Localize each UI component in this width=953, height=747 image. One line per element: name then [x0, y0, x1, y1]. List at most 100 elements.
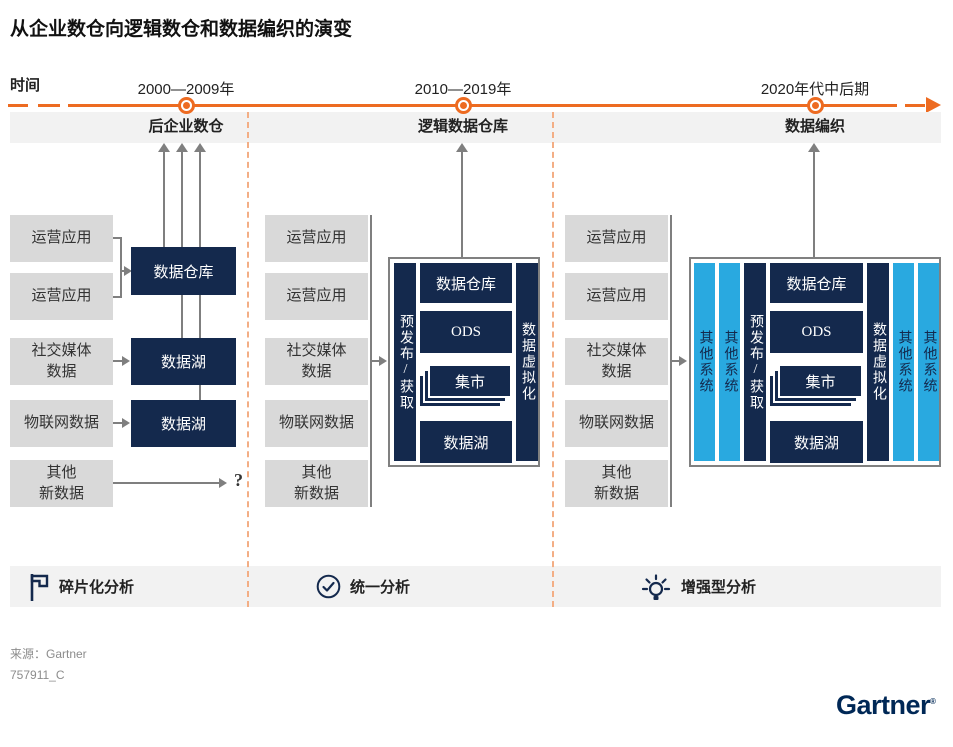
arrow-right-icon — [124, 266, 132, 276]
timeline-marker-1-icon — [178, 97, 195, 114]
check-circle-icon — [316, 574, 341, 599]
arrow-up-icon — [176, 143, 188, 152]
arrow-up-icon — [194, 143, 206, 152]
connector-line — [120, 237, 122, 298]
arrow-right-icon — [122, 356, 130, 366]
source-box-operational-app: 运营应用 — [565, 273, 668, 320]
data-warehouse-box: 数据仓库 — [770, 263, 863, 303]
column-separator — [552, 112, 554, 607]
source-box-operational-app: 运营应用 — [265, 215, 368, 262]
analytics-label: 碎片化分析 — [59, 580, 135, 596]
connector-line — [461, 151, 463, 257]
connector-line — [813, 151, 815, 257]
source-box-operational-app: 运营应用 — [10, 215, 113, 262]
other-systems-bar: 其他系统 — [719, 263, 740, 461]
timeline-year-3: 2020年代中后期 — [760, 81, 870, 98]
analytics-label: 统一分析 — [350, 580, 411, 596]
timeline-dash — [38, 104, 60, 107]
stage-label-ldw: 逻辑数据仓库 — [417, 119, 509, 135]
analytics-band — [10, 566, 941, 607]
connector-line — [113, 360, 123, 362]
data-mart-box: 集市 — [778, 364, 863, 398]
connector-line — [113, 422, 123, 424]
arrow-right-icon — [379, 356, 387, 366]
connector-line — [113, 237, 122, 239]
source-box-iot: 物联网数据 — [265, 400, 368, 447]
data-lake-box: 数据湖 — [131, 338, 236, 385]
data-virtualization-label: 数据虚拟化 — [871, 322, 886, 402]
timeline-label: 时间 — [10, 77, 41, 94]
source-box-operational-app: 运营应用 — [265, 273, 368, 320]
source-credit: 来源：Gartner — [10, 647, 87, 661]
flag-icon — [30, 573, 49, 601]
data-mart-box: 集市 — [428, 364, 512, 398]
timeline-year-1: 2000—2009年 — [137, 81, 235, 98]
data-warehouse-box: 数据仓库 — [131, 247, 236, 295]
other-systems-label: 其他系统 — [722, 330, 738, 394]
timeline-line — [68, 104, 897, 107]
stage-label-data-fabric: 数据编织 — [784, 119, 846, 135]
column-separator — [247, 112, 249, 607]
other-systems-bar: 其他系统 — [694, 263, 715, 461]
source-box-social-media: 社交媒体 数据 — [565, 338, 668, 385]
connector-line — [670, 360, 680, 362]
analytics-label: 增强型分析 — [681, 580, 757, 596]
data-virtualization-label: 数据虚拟化 — [520, 322, 535, 402]
lightbulb-icon — [641, 573, 671, 600]
ods-box: ODS — [420, 311, 512, 353]
unknown-target-label: ? — [234, 470, 243, 490]
ods-box: ODS — [770, 311, 863, 353]
gartner-logo: Gartner® — [836, 690, 936, 721]
document-id: 757911_C — [10, 668, 65, 682]
gartner-logo-text: Gartner — [836, 690, 931, 720]
timeline-dash — [8, 104, 28, 107]
other-systems-label: 其他系统 — [697, 330, 713, 394]
arrow-right-icon — [122, 418, 130, 428]
timeline-marker-3-icon — [807, 97, 824, 114]
data-warehouse-box: 数据仓库 — [420, 263, 512, 303]
source-box-other-new-data: 其他 新数据 — [10, 460, 113, 507]
other-systems-label: 其他系统 — [896, 330, 912, 394]
page-title: 从企业数仓向逻辑数仓和数据编织的演变 — [10, 19, 353, 40]
source-box-iot: 物联网数据 — [10, 400, 113, 447]
arrow-up-icon — [808, 143, 820, 152]
stage-label-post-edw: 后企业数仓 — [148, 119, 224, 135]
timeline-marker-2-icon — [455, 97, 472, 114]
connector-line — [181, 151, 183, 338]
connector-line — [113, 296, 122, 298]
source-box-other-new-data: 其他 新数据 — [265, 460, 368, 507]
analytics-item-augmented: 增强型分析 — [640, 566, 756, 607]
source-box-social-media: 社交媒体 数据 — [10, 338, 113, 385]
other-systems-label: 其他系统 — [921, 330, 937, 394]
data-virtualization-bar: 数据虚拟化 — [867, 263, 889, 461]
staging-acquire-bar: 预发布/获取 — [394, 263, 416, 461]
other-systems-bar: 其他系统 — [893, 263, 914, 461]
data-lake-box: 数据湖 — [770, 421, 863, 463]
arrow-up-icon — [158, 143, 170, 152]
source-box-operational-app: 运营应用 — [565, 215, 668, 262]
source-box-social-media: 社交媒体 数据 — [265, 338, 368, 385]
stage-header-band — [10, 112, 941, 143]
arrow-right-icon — [679, 356, 687, 366]
source-box-other-new-data: 其他 新数据 — [565, 460, 668, 507]
staging-acquire-bar: 预发布/获取 — [744, 263, 766, 461]
connector-line — [370, 360, 380, 362]
source-box-operational-app: 运营应用 — [10, 273, 113, 320]
timeline-arrowhead-icon — [926, 97, 941, 113]
arrow-up-icon — [456, 143, 468, 152]
other-systems-bar: 其他系统 — [918, 263, 939, 461]
data-lake-box: 数据湖 — [131, 400, 236, 447]
data-virtualization-bar: 数据虚拟化 — [516, 263, 538, 461]
timeline-year-2: 2010—2019年 — [414, 81, 512, 98]
connector-line — [163, 151, 165, 247]
connector-line — [113, 482, 220, 484]
registered-mark: ® — [930, 697, 936, 706]
analytics-item-unified: 统一分析 — [316, 566, 410, 607]
connector-line — [120, 270, 125, 272]
arrow-right-icon — [219, 478, 227, 488]
timeline-dash — [905, 104, 925, 107]
source-box-iot: 物联网数据 — [565, 400, 668, 447]
data-lake-box: 数据湖 — [420, 421, 512, 463]
analytics-item-fragmented: 碎片化分析 — [28, 566, 134, 607]
